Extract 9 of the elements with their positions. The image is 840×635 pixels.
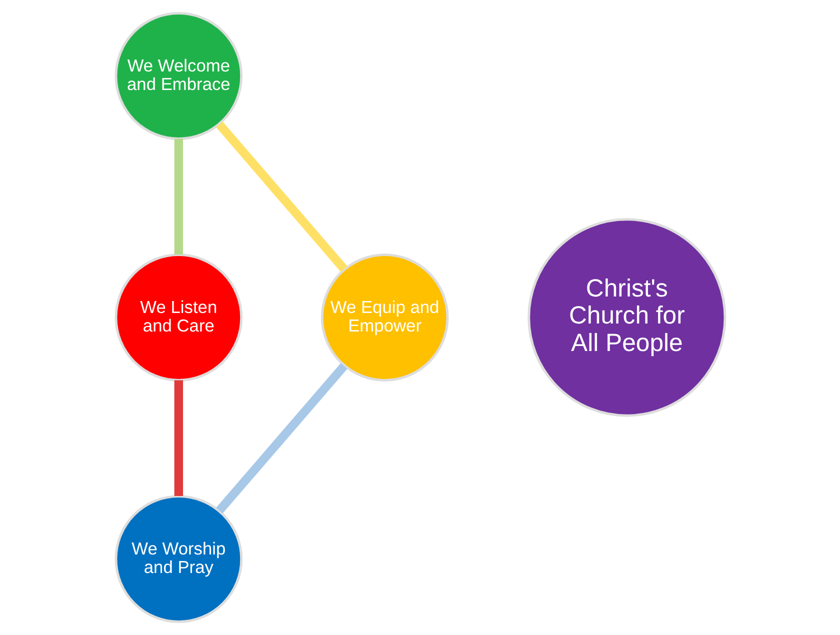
- connector: [174, 380, 183, 496]
- node-circle: Christ's Church for All People: [527, 218, 726, 417]
- connector: [216, 363, 347, 514]
- connector: [216, 122, 347, 272]
- node-circle: We Worship and Pray: [114, 495, 242, 623]
- node-circle: We Equip and Empower: [320, 254, 448, 382]
- node-circle: We Welcome and Embrace: [114, 12, 242, 140]
- connector: [174, 138, 183, 254]
- node-circle: We Listen and Care: [114, 254, 242, 382]
